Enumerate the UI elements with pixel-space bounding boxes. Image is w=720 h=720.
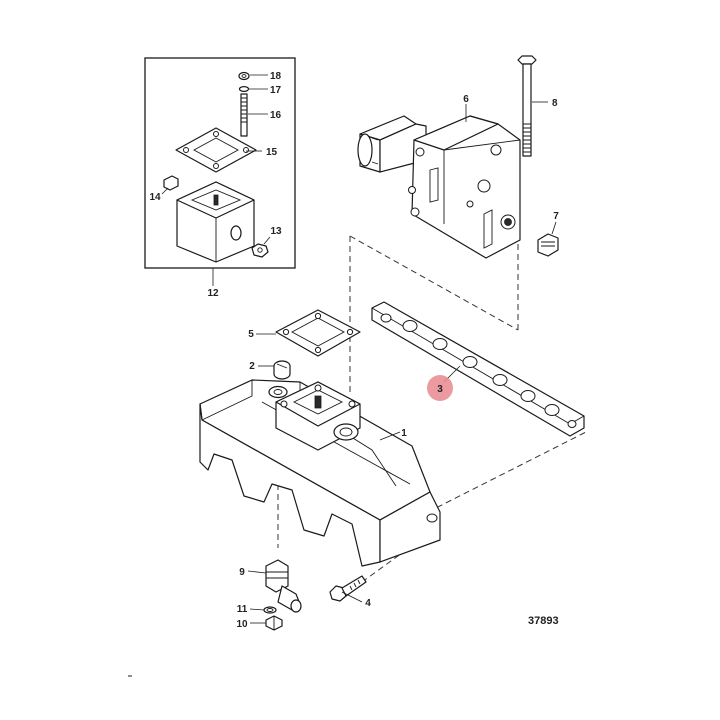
part-15-gasket [175,127,262,173]
part-8-bolt [517,55,548,157]
part-1-exhaust-manifold [199,379,441,567]
part-11-o-ring [249,606,277,614]
part-16-stud [240,93,268,137]
part-17-washer [238,85,268,92]
callout-7: 7 [553,211,559,222]
part-13-nut [251,236,271,258]
callout-3: 3 [437,384,443,395]
part-5-gasket [256,309,361,357]
callout-labels: 1 2 3 4 5 6 7 8 9 10 11 12 13 14 15 16 1… [149,71,559,630]
part-7-plug [537,221,559,257]
callout-1: 1 [401,428,407,439]
callout-10: 10 [236,619,248,630]
callout-2: 2 [249,361,255,372]
callout-9: 9 [239,567,245,578]
part-3-manifold-gasket [371,301,585,437]
inset-box [144,57,296,286]
part-6-heat-exchanger [357,104,521,259]
part-18-nut [238,71,268,81]
callout-13: 13 [270,226,282,237]
callout-15: 15 [266,147,278,158]
alignment-lines [277,235,587,583]
part-2-plug [258,360,291,380]
callout-8: 8 [552,98,558,109]
callout-18: 18 [270,71,282,82]
callout-16: 16 [270,110,282,121]
figure-number: 37893 [528,615,559,627]
callout-4: 4 [365,598,371,609]
part-9-elbow-fitting [247,559,302,613]
callout-11: 11 [237,604,248,615]
part-12-elbow [176,181,255,263]
callout-6: 6 [463,94,469,105]
part-10-drain-plug [250,615,283,631]
part-14-plug [161,175,179,195]
callout-5: 5 [248,329,254,340]
callout-14: 14 [149,192,161,203]
callout-17: 17 [270,85,282,96]
part-4-bolt [329,575,367,603]
highlight-circle-3 [427,375,453,401]
callout-12: 12 [207,288,219,299]
